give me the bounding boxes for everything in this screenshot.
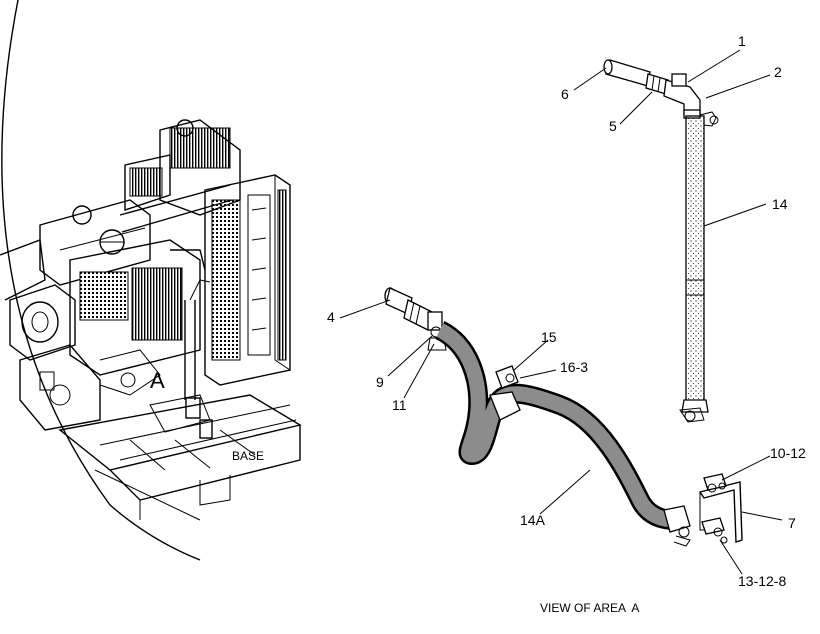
callout-4: 4 [327,309,335,325]
part-6-tube [603,59,669,95]
area-a-detail: 1 2 6 5 14 4 15 16-3 9 11 10-12 7 14A 13… [327,33,806,615]
callout-7: 7 [788,515,796,531]
callout-13-12-8: 13-12-8 [738,573,786,589]
engine-overview-illustration: A BASE [0,0,302,561]
part-4-fitting [384,287,447,351]
callout-11: 11 [392,397,407,413]
radiator [204,174,291,386]
callout-5: 5 [609,118,617,134]
leader-lines [339,49,783,575]
view-caption: VIEW OF AREA A [540,601,639,615]
callout-14: 14 [772,196,788,212]
base-label: BASE [232,449,264,463]
part-1-elbow [663,73,719,127]
callout-16-3: 16-3 [560,359,588,375]
part-14-vertical-hose [679,115,709,423]
part-14a-curved-hose [434,321,691,547]
callout-6: 6 [561,86,569,102]
base-frame [58,394,302,521]
engine-block [0,229,206,431]
detail-circle-boundary [1,0,201,561]
engine-top-assembly [39,119,241,286]
area-a-marker: A [150,368,165,393]
callout-14a: 14A [520,512,546,528]
callout-10-12: 10-12 [770,445,806,461]
callout-1: 1 [738,33,746,49]
callout-labels: 1 2 6 5 14 4 15 16-3 9 11 10-12 7 14A 13… [327,33,806,589]
engine-breather-pipe [149,279,213,439]
part-7-bracket [698,473,743,544]
callout-2: 2 [774,64,782,80]
callout-9: 9 [376,374,384,390]
callout-15: 15 [541,329,557,345]
